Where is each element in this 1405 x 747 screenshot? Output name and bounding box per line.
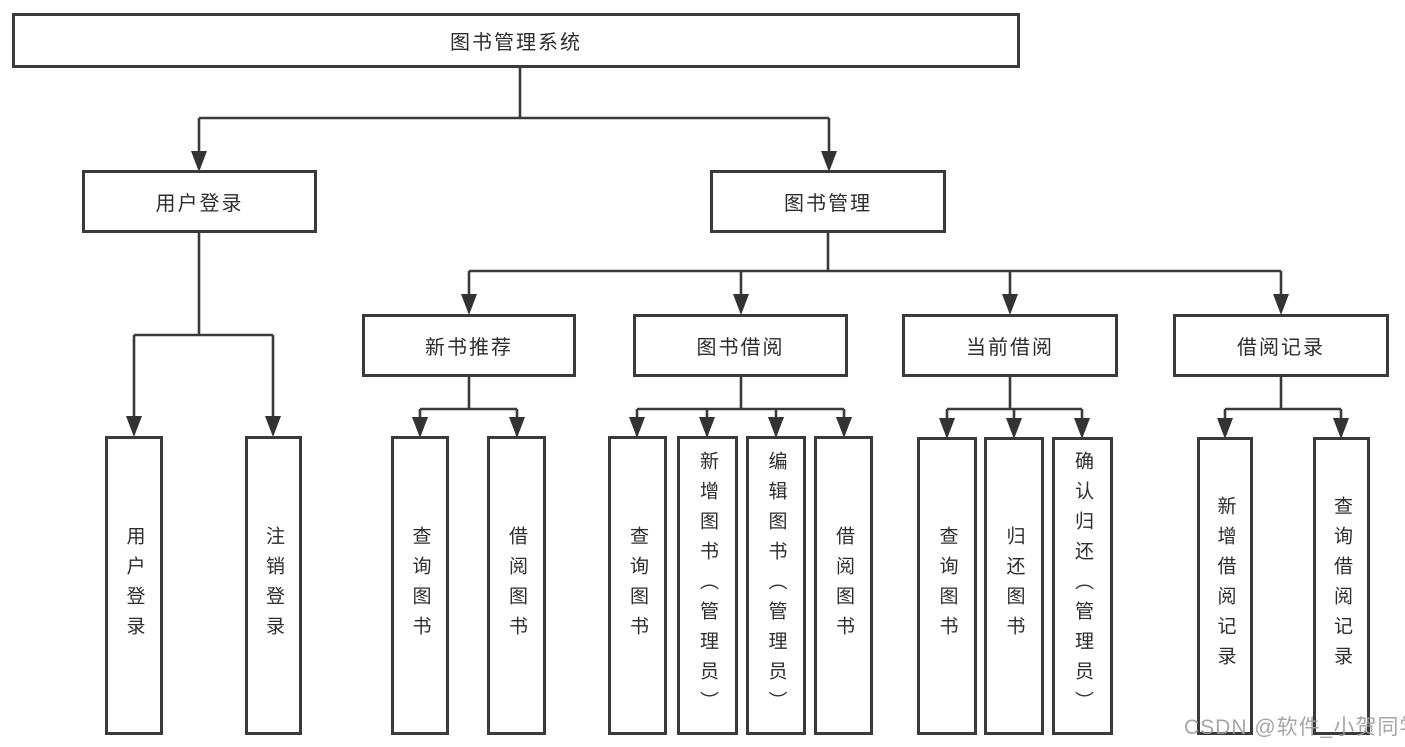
node-book-mgmt: 图书管理 bbox=[710, 170, 946, 233]
leaf-borrow-book: 借阅图书 bbox=[814, 436, 873, 735]
node-label: 确认归还（管理员） bbox=[1072, 451, 1093, 721]
leaf-query-borrow-record: 查询借阅记录 bbox=[1313, 437, 1370, 735]
node-label: 借阅图书 bbox=[506, 525, 527, 646]
leaf-logout: 注销登录 bbox=[245, 436, 302, 735]
arrow-down-icon bbox=[509, 417, 525, 438]
leaf-query-book-borrow: 查询图书 bbox=[608, 436, 667, 735]
arrow-down-icon bbox=[1217, 418, 1233, 439]
node-label: 图书管理系统 bbox=[450, 32, 582, 54]
arrow-down-icon bbox=[1002, 294, 1018, 315]
node-label: 新书推荐 bbox=[425, 337, 513, 359]
leaf-query-book-newrec: 查询图书 bbox=[391, 436, 449, 735]
arrow-down-icon bbox=[768, 417, 784, 438]
arrow-down-icon bbox=[1006, 418, 1022, 439]
arrow-down-icon bbox=[629, 417, 645, 438]
node-book-borrow: 图书借阅 bbox=[633, 314, 848, 377]
node-label: 借阅图书 bbox=[833, 525, 854, 646]
node-new-book-rec: 新书推荐 bbox=[362, 314, 576, 377]
node-label: 图书借阅 bbox=[696, 337, 785, 359]
leaf-edit-book-admin: 编辑图书（管理员） bbox=[746, 436, 806, 735]
node-label: 归还图书 bbox=[1003, 526, 1025, 646]
arrow-down-icon bbox=[1273, 294, 1289, 315]
node-label: 用户登录 bbox=[123, 525, 145, 646]
node-label: 查询图书 bbox=[627, 525, 648, 646]
leaf-user-login: 用户登录 bbox=[105, 436, 163, 735]
node-label: 当前借阅 bbox=[966, 337, 1054, 359]
node-user-login: 用户登录 bbox=[82, 170, 317, 233]
arrow-down-icon bbox=[836, 417, 852, 438]
node-label: 注销登录 bbox=[263, 525, 284, 646]
node-label: 查询借阅记录 bbox=[1331, 496, 1352, 676]
arrow-down-icon bbox=[265, 416, 281, 437]
arrow-down-icon bbox=[461, 294, 477, 315]
arrow-down-icon bbox=[939, 418, 955, 439]
arrow-down-icon bbox=[821, 151, 837, 172]
arrow-down-icon bbox=[1074, 418, 1090, 439]
arrow-down-icon bbox=[1333, 418, 1349, 439]
leaf-add-book-admin: 新增图书（管理员） bbox=[677, 436, 738, 735]
node-label: 用户登录 bbox=[155, 193, 244, 215]
node-label: 新增借阅记录 bbox=[1214, 496, 1236, 676]
leaf-return-book: 归还图书 bbox=[984, 437, 1044, 735]
node-label: 查询图书 bbox=[409, 525, 431, 646]
arrow-down-icon bbox=[126, 416, 142, 437]
arrow-down-icon bbox=[412, 417, 428, 438]
node-current-borrow: 当前借阅 bbox=[902, 314, 1118, 377]
node-label: 查询图书 bbox=[936, 526, 958, 646]
node-label: 新增图书（管理员） bbox=[697, 450, 718, 721]
leaf-query-book-current: 查询图书 bbox=[917, 437, 977, 735]
arrow-down-icon bbox=[699, 417, 715, 438]
node-label: 编辑图书（管理员） bbox=[765, 450, 787, 721]
node-label: 图书管理 bbox=[784, 193, 872, 215]
arrow-down-icon bbox=[733, 294, 749, 315]
leaf-borrow-book-newrec: 借阅图书 bbox=[487, 436, 546, 735]
node-borrow-records: 借阅记录 bbox=[1173, 314, 1389, 377]
leaf-add-borrow-record: 新增借阅记录 bbox=[1197, 437, 1253, 735]
node-root: 图书管理系统 bbox=[12, 13, 1020, 68]
leaf-confirm-return-admin: 确认归还（管理员） bbox=[1052, 437, 1113, 735]
arrow-down-icon bbox=[191, 151, 207, 172]
node-label: 借阅记录 bbox=[1237, 337, 1325, 359]
csdn-watermark: CSDN @软件_小贺同学 bbox=[1184, 716, 1405, 739]
